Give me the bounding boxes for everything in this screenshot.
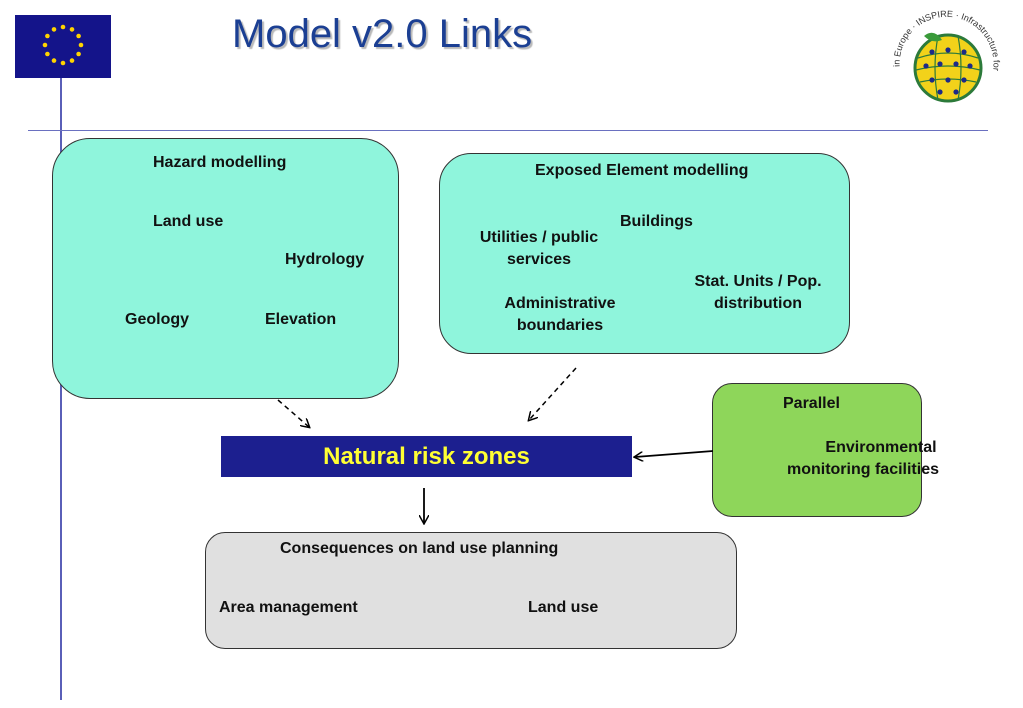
page-title: Model v2.0 Links — [232, 12, 533, 56]
consequences-land-use-label: Land use — [528, 599, 599, 616]
eu-stars-icon — [15, 15, 111, 78]
horizontal-guide-line — [28, 130, 988, 131]
hazard-modelling-box: Hazard modelling Land use Hydrology Geol… — [52, 138, 399, 399]
exposed-element-modelling-box: Exposed Element modelling Buildings Util… — [439, 153, 850, 354]
hazard-modelling-title: Hazard modelling — [153, 154, 287, 171]
exposed-to-risk-arrow — [529, 367, 577, 420]
consequences-title: Consequences on land use planning — [280, 540, 559, 557]
geology-label: Geology — [125, 311, 190, 328]
parallel-to-risk-arrow — [635, 450, 714, 457]
parallel-title: Parallel — [783, 395, 840, 412]
parallel-box: Parallel — [712, 383, 922, 517]
area-management-label: Area management — [219, 599, 358, 616]
eu-flag-icon — [15, 15, 111, 78]
vertical-guide-line — [60, 78, 62, 700]
environmental-monitoring-facilities-label: Environmental monitoring facilities — [786, 439, 939, 478]
inspire-logo: in Europe · INSPIRE · Infrastructure for… — [888, 10, 1006, 122]
hydrology-label: Hydrology — [285, 251, 365, 268]
hazard-land-use-label: Land use — [153, 213, 224, 230]
buildings-label: Buildings — [620, 213, 693, 230]
hazard-to-risk-arrow — [277, 399, 309, 427]
elevation-label: Elevation — [265, 311, 337, 328]
administrative-boundaries-label: Administrative boundaries — [504, 295, 616, 334]
natural-risk-zones-box: Natural risk zones — [221, 436, 632, 477]
stat-units-label: Stat. Units / Pop. distribution — [694, 273, 822, 312]
exposed-element-title: Exposed Element modelling — [535, 162, 749, 179]
consequences-box: Consequences on land use planning Area m… — [205, 532, 737, 649]
natural-risk-zones-label: Natural risk zones — [323, 443, 530, 470]
utilities-label: Utilities / public services — [479, 229, 599, 268]
